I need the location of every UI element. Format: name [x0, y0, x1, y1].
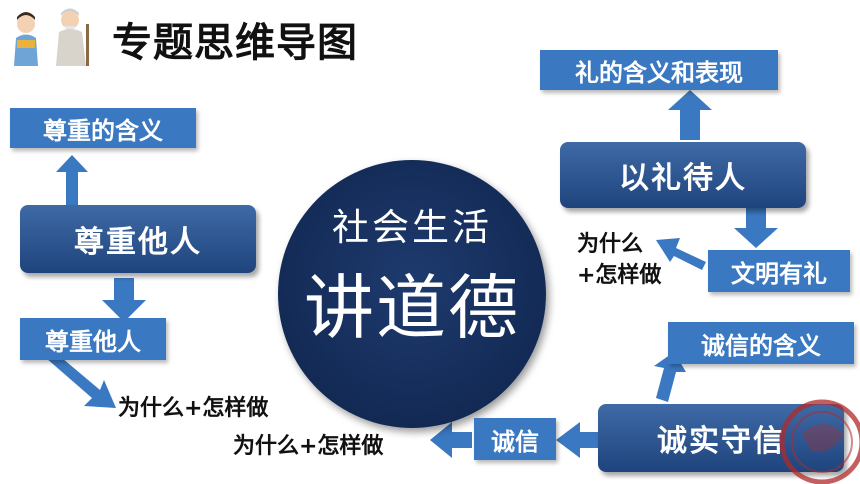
node-respect-others: 尊重他人	[20, 205, 256, 273]
arrow-left-main-to-sub	[102, 278, 146, 322]
arrow-bottomright-main-to-sub	[556, 422, 606, 458]
text-respect-why-how: 为什么+怎样做	[118, 396, 269, 421]
center-subtitle: 社会生活	[332, 206, 492, 249]
arrow-topright-sub-to-whyhow	[656, 238, 706, 270]
text-courtesy-how: +怎样做	[577, 263, 662, 288]
arrow-left-main-to-meaning	[56, 155, 88, 205]
node-honesty-integrity: 诚实守信	[598, 404, 844, 472]
node-courtesy-meaning: 礼的含义和表现	[540, 50, 778, 90]
center-node	[278, 160, 546, 428]
text-integrity-why-how: 为什么+怎样做	[233, 434, 384, 459]
seal-stamp-image	[779, 399, 860, 484]
mascot-illustration	[14, 8, 89, 66]
center-title: 讲道德	[304, 267, 520, 349]
arrow-topright-main-to-sub	[734, 208, 778, 248]
text-courtesy-why: 为什么	[577, 232, 644, 257]
node-integrity-meaning: 诚信的含义	[668, 322, 854, 364]
arrow-bottomright-main-to-meaning	[654, 352, 686, 402]
arrow-bottomright-sub-to-whyhow	[430, 422, 472, 458]
node-respect-meaning: 尊重的含义	[10, 108, 196, 148]
arrow-topright-main-to-meaning	[668, 90, 712, 140]
arrow-left-sub-to-whyhow	[46, 358, 116, 408]
node-courtesy: 以礼待人	[560, 142, 806, 208]
child-figure	[14, 12, 38, 66]
node-integrity: 诚信	[474, 418, 556, 460]
node-civility: 文明有礼	[708, 250, 850, 292]
node-respect-others-sub: 尊重他人	[20, 318, 166, 360]
page-title: 专题思维导图	[112, 20, 358, 66]
elder-figure	[56, 8, 89, 66]
